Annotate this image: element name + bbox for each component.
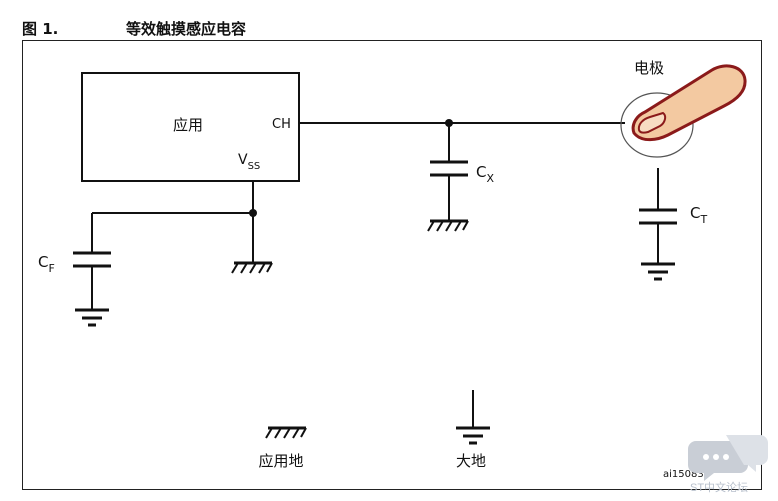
legend-earth-ground-icon [456, 426, 490, 445]
cf-earth-ground [75, 308, 109, 327]
legend-earth-label: 大地 [456, 452, 486, 470]
application-label: 应用 [173, 116, 203, 134]
watermark-logo: ST中文论坛 [686, 431, 770, 493]
chat-bubble-icon: ST中文论坛 [688, 435, 768, 493]
figure-title: 等效触摸感应电容 [126, 20, 247, 38]
figure-label: 图 1. [22, 20, 59, 38]
ct-earth-ground [641, 262, 675, 281]
figure-id: ai15083 [663, 469, 704, 480]
vss-pin-label: VSS [238, 152, 260, 172]
vss-chassis-ground [231, 261, 273, 274]
cx-label: CX [476, 163, 494, 185]
legend-app-ground-label: 应用地 [258, 452, 303, 470]
legend-chassis-ground-icon [265, 426, 307, 439]
svg-text:ST中文论坛: ST中文论坛 [690, 480, 748, 493]
cf-label: CF [38, 253, 55, 275]
ch-pin-label: CH [272, 117, 291, 132]
ct-label: CT [690, 204, 707, 226]
fingernail-icon [637, 111, 667, 134]
application-block [81, 72, 300, 182]
electrode-outline [620, 92, 694, 158]
electrode-label: 电极 [634, 59, 664, 77]
cx-chassis-ground [427, 219, 469, 232]
diagram-frame [22, 40, 762, 490]
